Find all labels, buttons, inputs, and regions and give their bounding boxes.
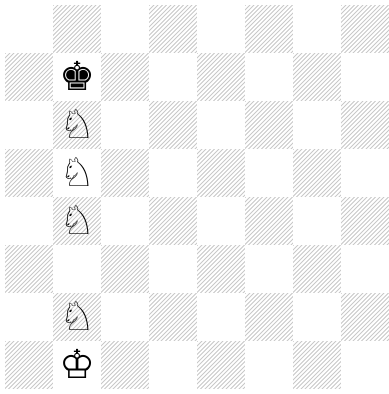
square-e5[interactable]	[197, 149, 245, 197]
square-a1[interactable]	[5, 341, 53, 389]
square-a2[interactable]	[5, 293, 53, 341]
square-f6[interactable]	[245, 101, 293, 149]
square-a4[interactable]	[5, 197, 53, 245]
square-d3[interactable]	[149, 245, 197, 293]
square-d4[interactable]	[149, 197, 197, 245]
square-b8[interactable]	[53, 5, 101, 53]
square-c6[interactable]	[101, 101, 149, 149]
square-d8[interactable]	[149, 5, 197, 53]
square-f8[interactable]	[245, 5, 293, 53]
square-h6[interactable]	[341, 101, 389, 149]
square-c5[interactable]	[101, 149, 149, 197]
square-b1[interactable]: ♔	[53, 341, 101, 389]
square-f2[interactable]	[245, 293, 293, 341]
square-e1[interactable]	[197, 341, 245, 389]
square-h8[interactable]	[341, 5, 389, 53]
square-c4[interactable]	[101, 197, 149, 245]
square-d6[interactable]	[149, 101, 197, 149]
square-d5[interactable]	[149, 149, 197, 197]
square-h1[interactable]	[341, 341, 389, 389]
square-a5[interactable]	[5, 149, 53, 197]
square-d7[interactable]	[149, 53, 197, 101]
square-a6[interactable]	[5, 101, 53, 149]
square-c3[interactable]	[101, 245, 149, 293]
square-a7[interactable]	[5, 53, 53, 101]
square-a3[interactable]	[5, 245, 53, 293]
chess-board: ♚♘♘♘♘♔	[5, 5, 389, 389]
square-f7[interactable]	[245, 53, 293, 101]
square-a8[interactable]	[5, 5, 53, 53]
square-h2[interactable]	[341, 293, 389, 341]
white-knight-icon[interactable]: ♘	[53, 197, 101, 245]
square-h4[interactable]	[341, 197, 389, 245]
square-e3[interactable]	[197, 245, 245, 293]
white-knight-icon[interactable]: ♘	[53, 101, 101, 149]
square-e2[interactable]	[197, 293, 245, 341]
square-f5[interactable]	[245, 149, 293, 197]
square-b7[interactable]: ♚	[53, 53, 101, 101]
square-f3[interactable]	[245, 245, 293, 293]
white-knight-icon[interactable]: ♘	[53, 149, 101, 197]
square-g1[interactable]	[293, 341, 341, 389]
square-e8[interactable]	[197, 5, 245, 53]
square-b5[interactable]: ♘	[53, 149, 101, 197]
square-d1[interactable]	[149, 341, 197, 389]
square-h3[interactable]	[341, 245, 389, 293]
square-h7[interactable]	[341, 53, 389, 101]
square-d2[interactable]	[149, 293, 197, 341]
square-e6[interactable]	[197, 101, 245, 149]
black-king-icon[interactable]: ♚	[53, 53, 101, 101]
square-g6[interactable]	[293, 101, 341, 149]
square-b6[interactable]: ♘	[53, 101, 101, 149]
square-g3[interactable]	[293, 245, 341, 293]
square-b4[interactable]: ♘	[53, 197, 101, 245]
square-f4[interactable]	[245, 197, 293, 245]
square-e4[interactable]	[197, 197, 245, 245]
square-c8[interactable]	[101, 5, 149, 53]
square-h5[interactable]	[341, 149, 389, 197]
square-g2[interactable]	[293, 293, 341, 341]
square-g8[interactable]	[293, 5, 341, 53]
square-g7[interactable]	[293, 53, 341, 101]
square-e7[interactable]	[197, 53, 245, 101]
square-b2[interactable]: ♘	[53, 293, 101, 341]
square-b3[interactable]	[53, 245, 101, 293]
square-c2[interactable]	[101, 293, 149, 341]
square-c7[interactable]	[101, 53, 149, 101]
square-g5[interactable]	[293, 149, 341, 197]
white-king-icon[interactable]: ♔	[53, 341, 101, 389]
white-knight-icon[interactable]: ♘	[53, 293, 101, 341]
square-g4[interactable]	[293, 197, 341, 245]
square-f1[interactable]	[245, 341, 293, 389]
square-c1[interactable]	[101, 341, 149, 389]
